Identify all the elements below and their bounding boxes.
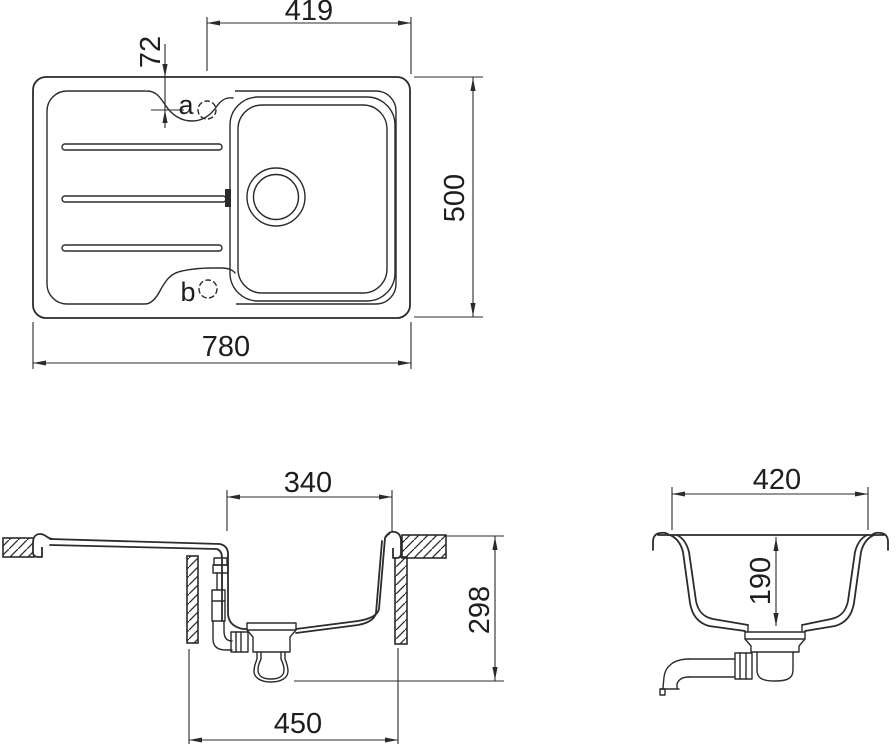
tap-hole-b-icon: [198, 279, 218, 299]
tap-hole-a-label: a: [178, 90, 194, 120]
top-view: a b 419 72 500: [32, 0, 483, 369]
dimension-298: 298: [294, 535, 504, 682]
dim-298-text: 298: [464, 586, 496, 634]
rim-edge-right: [871, 531, 889, 551]
dimension-190: 190: [745, 537, 779, 626]
dim-450-text: 450: [274, 708, 322, 740]
groove-2: [61, 195, 227, 203]
tap-ledge-a-curve: [146, 90, 234, 122]
dim-340-text: 340: [284, 467, 332, 499]
trap-body: [756, 651, 794, 682]
trap-nut: [734, 652, 753, 680]
dimension-780: 780: [32, 322, 412, 369]
drain-elbow-inner: [676, 676, 690, 689]
countertop-right-section: [401, 534, 447, 559]
dimension-340: 340: [226, 467, 393, 531]
sink-outer-outline: [32, 76, 411, 319]
dimension-450: 450: [188, 648, 399, 744]
bowl-outer-line: [229, 96, 396, 302]
cabinet-panel-right: [394, 556, 408, 645]
dim-780-text: 780: [202, 331, 250, 363]
dim-419-text: 419: [285, 0, 333, 27]
bowl-wall-right-outer: [804, 534, 875, 632]
bowl-wall-left-outer: [669, 534, 746, 632]
tap-hole-a-icon: [197, 100, 217, 120]
tap-ledge-b-curve: [144, 267, 236, 305]
drainboard-grooves: [61, 143, 231, 252]
dimension-500: 500: [414, 76, 483, 318]
bowl-interior-left: [49, 538, 248, 630]
front-section-view: 340 298 450: [2, 467, 504, 744]
tap-hole-b-label: b: [180, 277, 195, 307]
dim-500-text: 500: [439, 174, 471, 222]
bowl-wall-left-inner: [676, 534, 749, 626]
dim-72-text: 72: [135, 36, 167, 68]
bowl-inner-line: [237, 104, 388, 294]
dim-420-text: 420: [753, 464, 801, 496]
side-section-view: 420 190: [652, 464, 889, 696]
tap-ledge-a-mask: [145, 89, 235, 122]
cabinet-panel-left: [186, 555, 199, 644]
bowl-outerwall-right: [295, 540, 383, 634]
drain-outer-circle: [246, 167, 306, 227]
sink-lip-right: [385, 530, 402, 559]
dimension-420: 420: [671, 464, 869, 530]
dimension-72: 72: [135, 36, 184, 128]
dim-190-text: 190: [745, 557, 777, 605]
groove-3: [61, 244, 223, 252]
groove-1: [61, 143, 223, 151]
drain-inner-circle: [252, 173, 300, 221]
bowl-interior-right: [295, 533, 390, 630]
rim-edge-left: [652, 531, 670, 551]
waste-trap-front: [230, 622, 297, 683]
siphon-cup: [253, 651, 289, 683]
dimension-419: 419: [206, 0, 412, 74]
countertop-left-section: [2, 537, 35, 558]
groove-slope-mark: [225, 189, 231, 207]
waste-trap-side: [659, 631, 806, 696]
sink-lip-left: [32, 533, 54, 558]
drain-elbow-outer: [662, 658, 690, 689]
bowl-wall-right-inner: [801, 534, 868, 626]
